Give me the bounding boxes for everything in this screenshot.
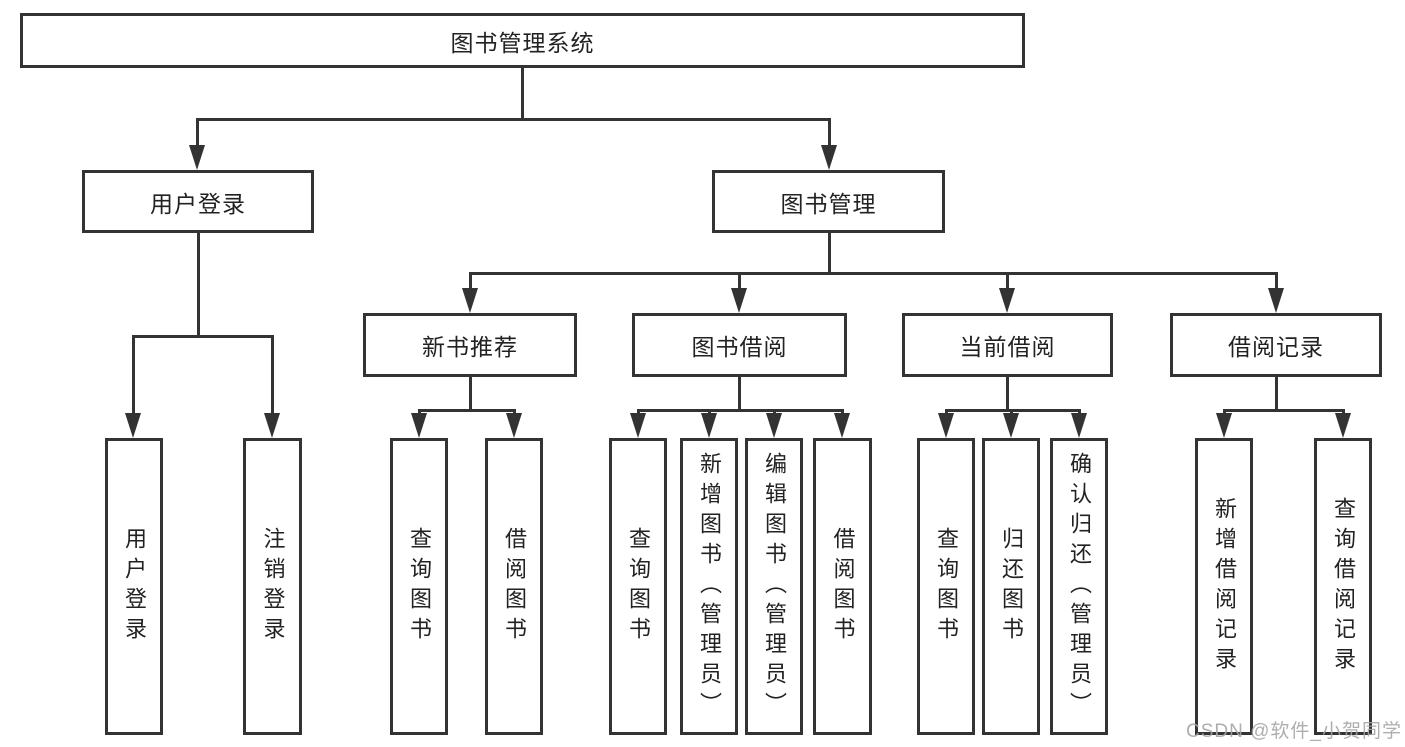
node-leaf-add-borrow-record: 新增借阅记录 bbox=[1195, 438, 1253, 735]
arrowhead-down-icon bbox=[125, 413, 141, 438]
connector-line-vertical bbox=[1275, 272, 1278, 290]
node-label: 图书借阅 bbox=[691, 334, 788, 360]
connector-line-vertical bbox=[945, 409, 948, 415]
connector-line-vertical bbox=[132, 335, 135, 415]
node-label: 借阅记录 bbox=[1228, 334, 1324, 360]
node-book-borrowing: 图书借阅 bbox=[632, 313, 847, 377]
node-leaf-edit-books-admin: 编辑图书（管理员） bbox=[745, 438, 803, 735]
node-leaf-borrow-books-recommend: 借阅图书 bbox=[485, 438, 543, 735]
connector-line-vertical bbox=[773, 409, 776, 415]
arrowhead-down-icon bbox=[189, 145, 205, 170]
node-label: 新增借阅记录 bbox=[1212, 496, 1237, 677]
node-new-book-recommend: 新书推荐 bbox=[363, 313, 577, 377]
connector-line-vertical bbox=[271, 335, 274, 415]
connector-line-vertical bbox=[469, 272, 472, 290]
node-leaf-logout: 注销登录 bbox=[243, 438, 302, 735]
connector-line-vertical bbox=[1006, 272, 1009, 290]
csdn-watermark: CSDN @软件_小贺同学 bbox=[1186, 721, 1402, 742]
node-label: 查询图书 bbox=[934, 526, 959, 647]
connector-line-vertical bbox=[469, 375, 472, 411]
arrowhead-down-icon bbox=[766, 413, 782, 438]
connector-line-vertical bbox=[708, 409, 711, 415]
node-label: 编辑图书（管理员） bbox=[762, 451, 787, 722]
node-label: 查询借阅记录 bbox=[1331, 496, 1356, 677]
arrowhead-down-icon bbox=[1003, 413, 1019, 438]
node-leaf-user-login: 用户登录 bbox=[105, 438, 163, 735]
connector-line-vertical bbox=[1006, 375, 1009, 411]
arrowhead-down-icon bbox=[999, 288, 1015, 313]
node-leaf-borrow-books-borrowing: 借阅图书 bbox=[813, 438, 872, 735]
connector-line-vertical bbox=[521, 66, 524, 120]
arrowhead-down-icon bbox=[462, 288, 478, 313]
connector-line-horizontal bbox=[637, 409, 843, 412]
connector-line-vertical bbox=[197, 231, 200, 337]
node-label: 借阅图书 bbox=[502, 526, 527, 647]
arrowhead-down-icon bbox=[938, 413, 954, 438]
connector-line-vertical bbox=[828, 118, 831, 150]
arrowhead-down-icon bbox=[1335, 413, 1351, 438]
node-label: 新书推荐 bbox=[422, 334, 518, 360]
arrowhead-down-icon bbox=[506, 413, 522, 438]
arrowhead-down-icon bbox=[1216, 413, 1232, 438]
connector-line-vertical bbox=[418, 409, 421, 415]
node-book-management: 图书管理 bbox=[712, 170, 945, 233]
connector-line-horizontal bbox=[196, 118, 831, 121]
node-leaf-return-books: 归还图书 bbox=[982, 438, 1040, 735]
arrowhead-down-icon bbox=[630, 413, 646, 438]
node-label: 借阅图书 bbox=[830, 526, 856, 647]
connector-line-vertical bbox=[513, 409, 516, 415]
connector-line-horizontal bbox=[1223, 409, 1344, 412]
node-label: 图书管理系统 bbox=[450, 29, 595, 56]
node-label: 用户登录 bbox=[150, 190, 246, 217]
node-current-borrowing: 当前借阅 bbox=[902, 313, 1113, 377]
node-label: 确认归还（管理员） bbox=[1067, 451, 1092, 722]
arrowhead-down-icon bbox=[1268, 288, 1284, 313]
arrowhead-down-icon bbox=[821, 145, 837, 170]
node-borrowing-records: 借阅记录 bbox=[1170, 313, 1382, 377]
connector-line-vertical bbox=[738, 375, 741, 411]
arrowhead-down-icon bbox=[1071, 413, 1087, 438]
node-leaf-query-books-current: 查询图书 bbox=[917, 438, 975, 735]
connector-line-vertical bbox=[1342, 409, 1345, 415]
connector-line-vertical bbox=[637, 409, 640, 415]
node-label: 图书管理 bbox=[780, 190, 877, 217]
node-label: 归还图书 bbox=[999, 526, 1024, 647]
node-leaf-confirm-return-admin: 确认归还（管理员） bbox=[1050, 438, 1108, 735]
node-leaf-query-books-borrowing: 查询图书 bbox=[609, 438, 667, 735]
node-leaf-query-books-recommend: 查询图书 bbox=[390, 438, 448, 735]
node-leaf-query-borrow-record: 查询借阅记录 bbox=[1314, 438, 1372, 735]
connector-line-vertical bbox=[828, 231, 831, 274]
node-label: 用户登录 bbox=[122, 526, 147, 647]
node-library-management-system: 图书管理系统 bbox=[20, 13, 1025, 68]
node-user-login: 用户登录 bbox=[82, 170, 314, 233]
node-label: 新增图书（管理员） bbox=[697, 451, 722, 722]
connector-line-horizontal bbox=[469, 272, 1277, 275]
connector-line-horizontal bbox=[132, 335, 274, 338]
connector-line-vertical bbox=[1275, 375, 1278, 411]
arrowhead-down-icon bbox=[834, 413, 850, 438]
arrowhead-down-icon bbox=[264, 413, 280, 438]
connector-line-vertical bbox=[841, 409, 844, 415]
connector-line-vertical bbox=[1078, 409, 1081, 415]
connector-line-vertical bbox=[1223, 409, 1226, 415]
connector-line-vertical bbox=[196, 118, 199, 150]
arrowhead-down-icon bbox=[731, 288, 747, 313]
node-label: 查询图书 bbox=[626, 526, 651, 647]
node-leaf-add-books-admin: 新增图书（管理员） bbox=[680, 438, 738, 735]
arrowhead-down-icon bbox=[701, 413, 717, 438]
connector-line-vertical bbox=[1010, 409, 1013, 415]
node-label: 当前借阅 bbox=[959, 334, 1056, 360]
connector-line-vertical bbox=[738, 272, 741, 290]
node-label: 查询图书 bbox=[407, 526, 432, 647]
node-label: 注销登录 bbox=[260, 526, 286, 647]
connector-line-horizontal bbox=[418, 409, 515, 412]
arrowhead-down-icon bbox=[411, 413, 427, 438]
